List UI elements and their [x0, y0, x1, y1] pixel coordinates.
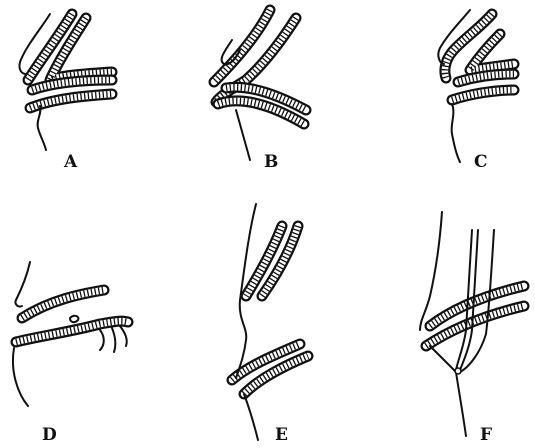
panel-b-outline-lower	[236, 110, 250, 160]
panel-a-duct-middle	[32, 80, 112, 90]
panel-label-c: C	[474, 152, 488, 172]
panel-f-duct-lower	[426, 306, 524, 346]
panel-c-duct-lower	[452, 90, 514, 100]
panel-d-tube-outer	[120, 326, 127, 346]
panel-d-duct-upper	[22, 290, 104, 318]
panel-label-f: F	[480, 425, 492, 445]
panel-f-junction-node	[455, 368, 461, 374]
panel-d-lumen	[70, 316, 78, 322]
panel-c-duct-middle	[458, 74, 514, 82]
panel-d-duct-lower	[16, 321, 128, 342]
panel-label-e: E	[275, 425, 288, 445]
panel-label-a: A	[64, 152, 77, 172]
panel-c-duct-branch	[470, 34, 514, 70]
panel-f-outline-upper	[420, 212, 442, 330]
panel-a-outline-lower	[38, 106, 46, 150]
panel-c-outline-lower	[452, 104, 460, 162]
panel-d-tube-left	[100, 330, 104, 350]
panel-d-outline-upper	[15, 262, 30, 307]
panel-label-d: D	[42, 425, 57, 445]
panel-d-tube-right	[112, 328, 115, 352]
panel-label-b: B	[264, 152, 278, 172]
panel-d-outline-lower	[13, 348, 28, 406]
panel-a-duct-lower	[30, 94, 112, 108]
panel-f-outline-lower	[430, 346, 466, 436]
panel-e-outline-lower	[244, 394, 258, 440]
